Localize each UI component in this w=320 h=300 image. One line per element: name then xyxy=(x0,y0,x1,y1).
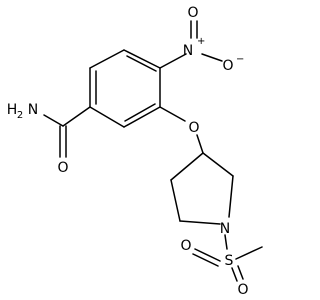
bond-ring-top-inner xyxy=(126,55,157,72)
bond-C5-C2 xyxy=(170,179,181,222)
nitro-N-charge: + xyxy=(197,36,205,47)
bond-ring-to-carbonyl-C xyxy=(62,106,91,127)
bond-ring-upper-left xyxy=(89,49,125,69)
bond-N1-C5 xyxy=(179,220,221,225)
bond-ring-lower-right xyxy=(123,106,161,128)
ether-linkage xyxy=(159,106,204,154)
bond-carbonyl-C-to-N xyxy=(43,114,64,127)
sulfonyl-group xyxy=(192,234,263,282)
bond-ring-to-nitro-N xyxy=(159,53,187,69)
amide-H-subscript: 2 xyxy=(17,110,23,121)
bond-S-methyl xyxy=(235,246,263,260)
amide-H-label: H xyxy=(7,102,18,118)
benzene-ring xyxy=(89,49,161,128)
bond-ring-top xyxy=(123,49,161,69)
bond-S-O-left-a xyxy=(194,248,221,262)
carboxamide-group xyxy=(43,106,91,158)
bond-ring-lower-right-inner xyxy=(124,103,156,122)
bond-ring-to-ether-O xyxy=(159,106,186,122)
bond-ring-lower-left xyxy=(89,106,125,128)
chemical-structure: N + O O − H 2 N O O N S O O xyxy=(7,5,263,298)
nitro-N-label: N xyxy=(183,43,193,59)
bond-C4-N1 xyxy=(228,175,234,218)
bond-N1-S xyxy=(224,234,228,250)
bond-S-O-left-b xyxy=(192,253,219,267)
amide-N-label: N xyxy=(28,102,38,118)
sulfonyl-S-label: S xyxy=(225,253,234,269)
nitro-top-O-label: O xyxy=(187,5,198,21)
bond-ether-O-to-C3 xyxy=(196,134,204,154)
pyrrolidine-ring xyxy=(170,152,234,225)
sulfonyl-O-left-label: O xyxy=(180,238,191,254)
bond-S-O-right-a xyxy=(231,267,238,282)
bond-S-O-right-b xyxy=(237,265,244,280)
nitro-O-charge: − xyxy=(236,54,244,65)
bond-nitro-N-O-minus xyxy=(201,53,223,62)
ether-O-label: O xyxy=(188,120,199,136)
amide-O-label: O xyxy=(57,160,68,176)
sulfonyl-O-right-label: O xyxy=(237,282,248,298)
pyrrolidine-N-label: N xyxy=(220,221,230,237)
nitro-group xyxy=(159,20,223,69)
bond-C3-C4 xyxy=(202,152,234,177)
nitro-minus-O-label: O xyxy=(222,58,233,74)
bond-C2-C3 xyxy=(170,152,204,181)
